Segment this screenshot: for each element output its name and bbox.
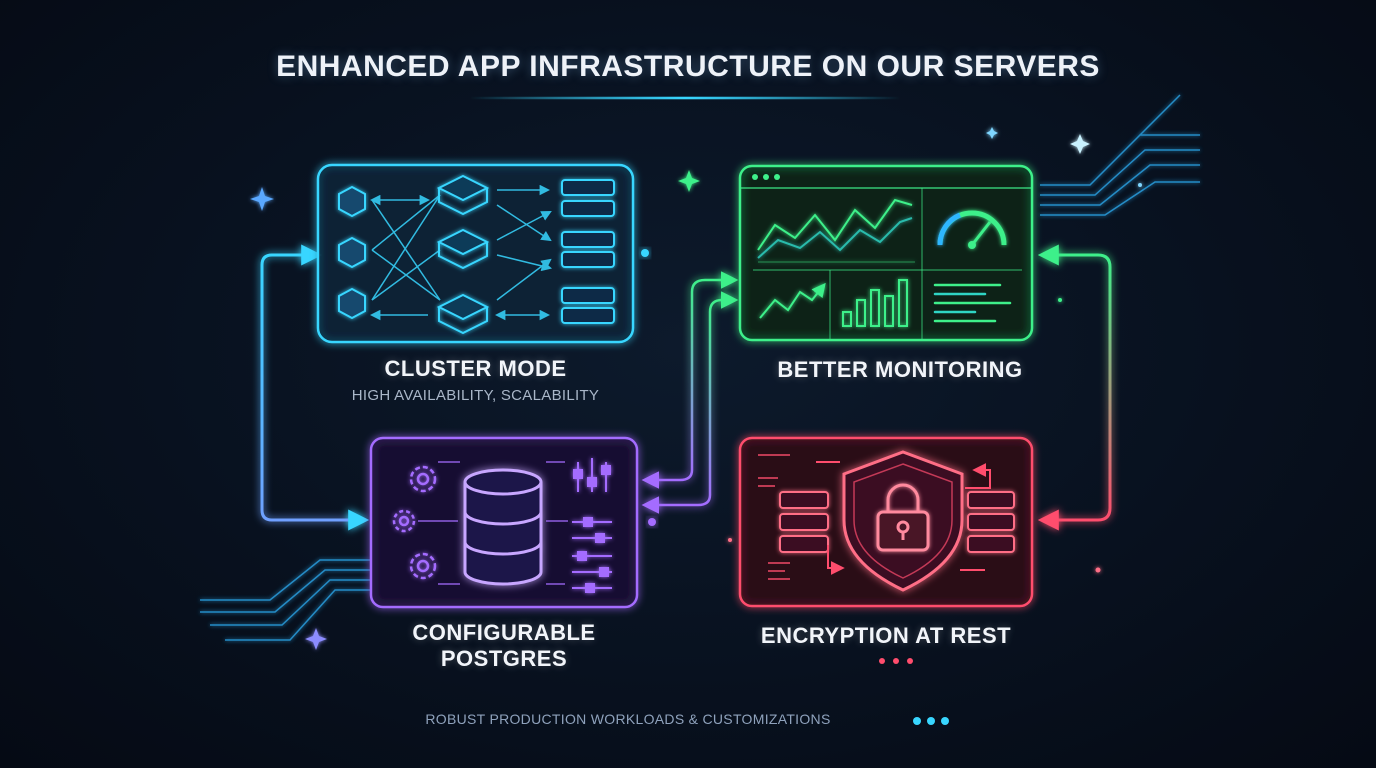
server-rack-icon	[779, 491, 829, 553]
node-hexagon-icon	[338, 185, 366, 320]
postgres-panel	[369, 436, 639, 609]
monitoring-panel	[738, 164, 1034, 342]
connector-monitoring-postgres-1	[641, 271, 739, 489]
log-lines-icon	[933, 283, 1012, 323]
connector-cluster-postgres	[260, 244, 370, 531]
configurable-postgres-label: CONFIGURABLE POSTGRES	[371, 620, 637, 672]
bar-chart-icon	[842, 279, 908, 327]
encryption-at-rest-label: ENCRYPTION AT REST	[760, 623, 1012, 648]
encryption-panel	[738, 436, 1034, 608]
page-title: ENHANCED APP INFRASTRUCTURE ON OUR SERVE…	[276, 50, 1100, 83]
database-icon	[463, 468, 543, 586]
cluster-mesh-lines	[369, 184, 553, 321]
circuit-traces-right	[1040, 94, 1200, 216]
cluster-panel	[316, 163, 635, 344]
sparkline-icon	[759, 282, 826, 319]
server-rack-icon	[561, 179, 615, 324]
line-chart-icon	[757, 198, 915, 263]
window-dots-icon	[752, 174, 780, 180]
title-underline	[470, 97, 900, 99]
gear-icon	[392, 465, 437, 580]
gauge-icon	[937, 210, 1007, 249]
slider-controls-icon	[572, 458, 612, 593]
cluster-mode-label: CLUSTER MODE	[384, 356, 567, 381]
configurable-postgres-line1: CONFIGURABLE	[412, 620, 596, 645]
sync-arrows-icon	[816, 461, 991, 575]
sparkle-decorations	[250, 127, 1142, 650]
cluster-mode-sublabel: HIGH AVAILABILITY, SCALABILITY	[351, 387, 600, 404]
configurable-postgres-line2: POSTGRES	[440, 646, 568, 671]
footer-tagline: ROBUST PRODUCTION WORKLOADS & CUSTOMIZAT…	[425, 711, 831, 727]
connector-monitoring-encryption	[1037, 244, 1112, 531]
connector-dot	[641, 249, 649, 257]
server-rack-icon	[967, 491, 1015, 553]
document-lines-icon	[758, 454, 790, 580]
circuit-traces-left	[200, 559, 370, 641]
connector-monitoring-postgres-2	[641, 291, 739, 514]
footer-dots-icon	[913, 717, 949, 725]
postgres-link-lines	[418, 461, 568, 585]
connector-dot	[648, 518, 656, 526]
better-monitoring-label: BETTER MONITORING	[777, 357, 1023, 382]
encryption-dots-icon	[879, 658, 913, 664]
lock-icon	[876, 483, 930, 552]
